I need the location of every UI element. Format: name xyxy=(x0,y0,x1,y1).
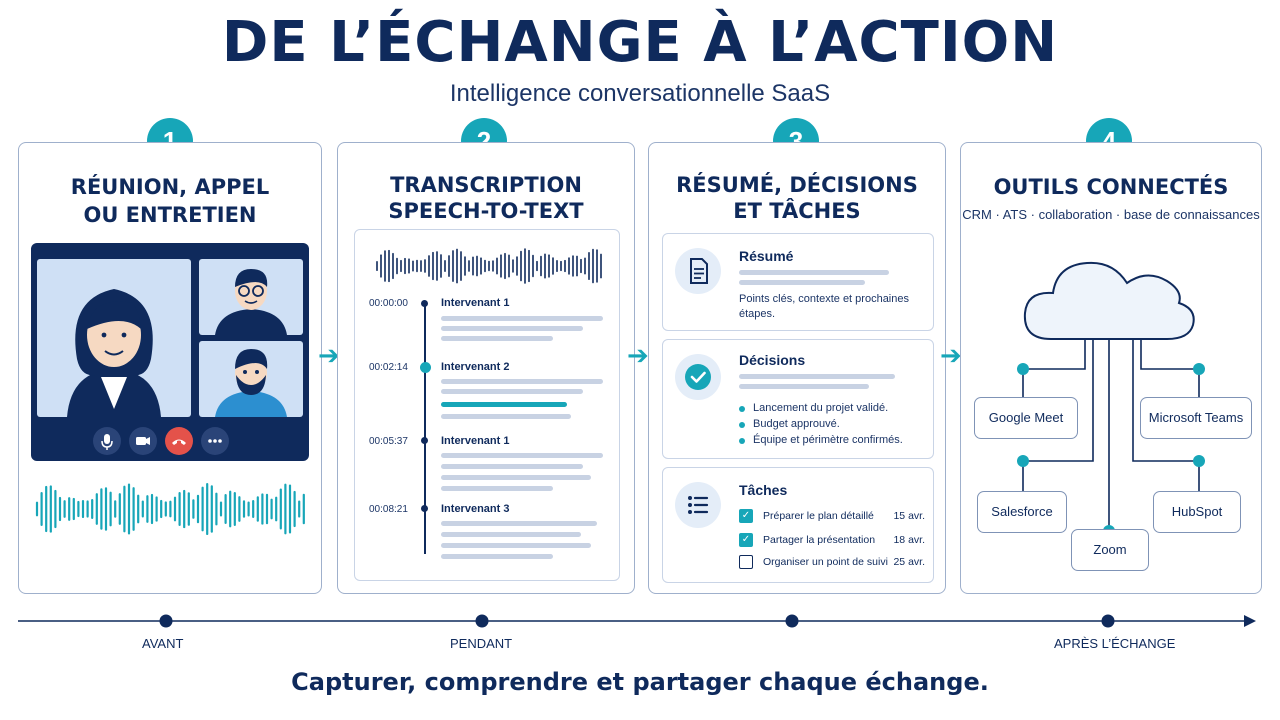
participant-tile-2 xyxy=(199,259,303,335)
speaker-label: Intervenant 3 xyxy=(441,503,510,515)
timeline-dot xyxy=(421,300,428,307)
timeline-label-before: AVANT xyxy=(142,636,184,651)
panel-1-title-line2: OU ENTRETIEN xyxy=(83,203,257,227)
panel-3-title-line1: RÉSUMÉ, DÉCISIONS xyxy=(676,173,918,197)
highlighted-line xyxy=(441,402,567,407)
man-beard-avatar-icon xyxy=(215,349,287,417)
summary-card: Résumé Points clés, contexte et prochain… xyxy=(662,233,934,331)
panel-4-subtitle: CRM · ATS · collaboration · base de conn… xyxy=(962,207,1260,222)
video-call-window xyxy=(31,243,309,461)
decisions-title: Décisions xyxy=(739,352,806,368)
microphone-icon[interactable] xyxy=(93,427,121,455)
man-glasses-avatar-icon xyxy=(215,269,287,335)
task-label: Partager la présentation xyxy=(763,534,876,546)
checkbox-checked-icon[interactable]: ✓ xyxy=(739,509,753,523)
panel-connected-tools: OUTILS CONNECTÉS CRM · ATS · collaborati… xyxy=(960,142,1262,594)
summary-title: Résumé xyxy=(739,248,794,264)
panel-meeting: RÉUNION, APPEL OU ENTRETIEN xyxy=(18,142,322,594)
summary-text-line1: Points clés, contexte et prochaines xyxy=(739,293,909,305)
panel-summary: RÉSUMÉ, DÉCISIONS ET TÂCHES Résumé Point… xyxy=(648,142,946,594)
connection-diagram xyxy=(1017,261,1205,537)
speaker-label: Intervenant 1 xyxy=(441,435,510,447)
decisions-card: Décisions Lancement du projet validé. Bu… xyxy=(662,339,934,459)
speaker-label: Intervenant 2 xyxy=(441,361,510,373)
hang-up-icon[interactable] xyxy=(165,427,193,455)
check-icon xyxy=(675,354,721,400)
arrow-right-icon: ➔ xyxy=(627,340,649,370)
speaker-label: Intervenant 1 xyxy=(441,297,510,309)
participant-tile-3 xyxy=(199,341,303,417)
timeline-label-after: APRÈS L’ÉCHANGE xyxy=(1054,636,1176,651)
timeline-label-during: PENDANT xyxy=(450,636,513,651)
timestamp: 00:05:37 xyxy=(369,436,408,447)
decision-item: Lancement du projet validé. xyxy=(739,402,888,414)
timeline-dot xyxy=(421,505,428,512)
more-icon[interactable] xyxy=(201,427,229,455)
tool-salesforce[interactable]: Salesforce xyxy=(977,491,1067,533)
tool-microsoft-teams[interactable]: Microsoft Teams xyxy=(1140,397,1252,439)
tool-zoom[interactable]: Zoom xyxy=(1071,529,1149,571)
woman-avatar-icon xyxy=(67,289,161,417)
camera-icon[interactable] xyxy=(129,427,157,455)
arrow-right-icon: ➔ xyxy=(318,340,340,370)
document-icon xyxy=(675,248,721,294)
summary-text-line2: étapes. xyxy=(739,308,776,320)
task-label: Organiser un point de suivi xyxy=(763,556,888,568)
checkbox-unchecked-icon[interactable] xyxy=(739,555,753,569)
tool-google-meet[interactable]: Google Meet xyxy=(974,397,1078,439)
tagline: Capturer, comprendre et partager chaque … xyxy=(291,668,989,696)
panel-4-title: OUTILS CONNECTÉS xyxy=(993,175,1229,199)
speech-waveform-icon xyxy=(376,248,602,284)
panel-1-title-line1: RÉUNION, APPEL xyxy=(70,175,270,199)
checkbox-checked-icon[interactable]: ✓ xyxy=(739,533,753,547)
timestamp: 00:08:21 xyxy=(369,504,408,515)
task-date: 15 avr. xyxy=(893,510,925,522)
timeline-arrowhead-icon xyxy=(1244,615,1256,627)
arrow-right-icon: ➔ xyxy=(940,340,962,370)
list-icon xyxy=(675,482,721,528)
main-title: DE L’ÉCHANGE À L’ACTION xyxy=(221,10,1059,75)
cloud-icon xyxy=(1023,261,1195,340)
transcript-card: 00:00:00 Intervenant 1 00:02:14 Interven… xyxy=(354,229,620,581)
timeline-dot xyxy=(421,437,428,444)
panel-3-title-line2: ET TÂCHES xyxy=(733,199,861,223)
main-subtitle: Intelligence conversationnelle SaaS xyxy=(449,80,831,107)
participant-main-tile xyxy=(37,259,191,417)
tasks-title: Tâches xyxy=(739,482,788,498)
task-label: Préparer le plan détaillé xyxy=(763,510,874,522)
tool-hubspot[interactable]: HubSpot xyxy=(1153,491,1241,533)
timestamp: 00:00:00 xyxy=(369,298,408,309)
panel-transcription: TRANSCRIPTION SPEECH-TO-TEXT 00:00:00 In… xyxy=(337,142,635,594)
audio-waveform-icon xyxy=(35,482,305,536)
timestamp: 00:02:14 xyxy=(369,362,408,373)
timeline-dot-active xyxy=(420,362,431,373)
task-date: 25 avr. xyxy=(893,556,925,568)
panel-2-title-line1: TRANSCRIPTION xyxy=(390,173,582,197)
transcript-timeline xyxy=(424,302,426,554)
tasks-card: Tâches ✓ Préparer le plan détaillé 15 av… xyxy=(662,467,934,583)
panel-2-title-line2: SPEECH-TO-TEXT xyxy=(388,199,584,223)
timeline-axis xyxy=(18,614,1256,628)
task-date: 18 avr. xyxy=(893,534,925,546)
decision-item: Équipe et périmètre confirmés. xyxy=(739,434,903,446)
decision-item: Budget approuvé. xyxy=(739,418,840,430)
